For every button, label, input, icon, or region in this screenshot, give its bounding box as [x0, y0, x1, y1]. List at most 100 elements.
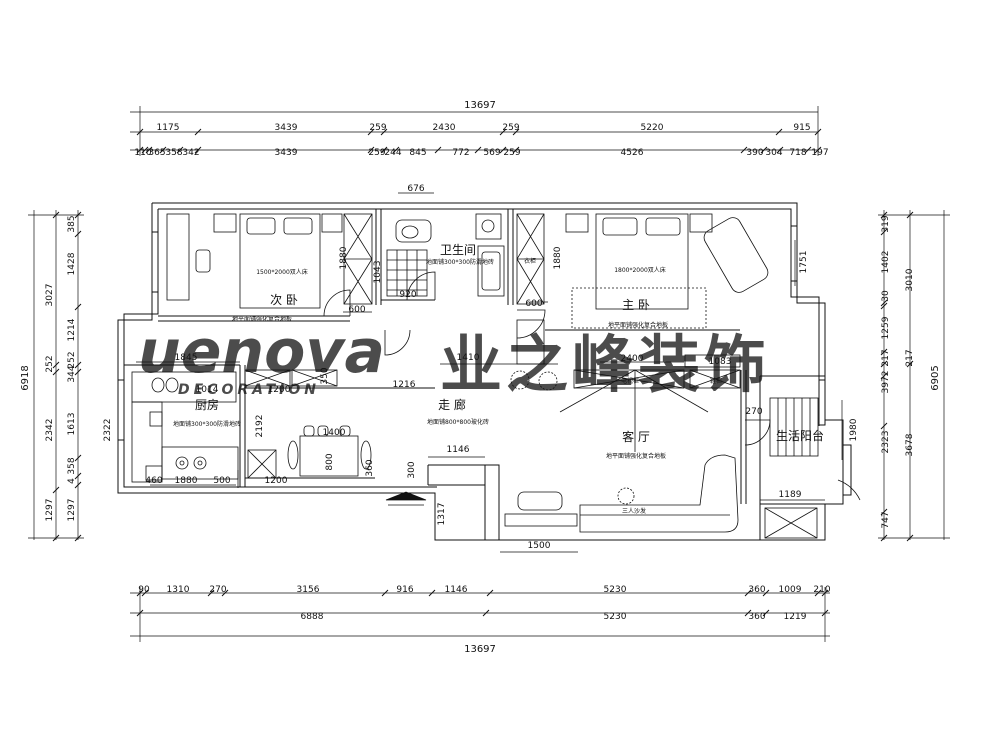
dimension-tick	[744, 609, 752, 617]
dimension-tick	[880, 299, 888, 307]
room-label-kitchen: 厨房	[195, 397, 219, 412]
dim-label: 915	[793, 123, 810, 133]
dimension-tick	[392, 146, 400, 154]
room-label-bedroom2: 次 卧	[270, 293, 298, 307]
dim-label: 30	[881, 290, 891, 302]
dimension-tick	[744, 589, 752, 597]
right-dims-inner: 319 1402 30 1259 217 217 3972 2323 747	[881, 215, 915, 528]
dim-label: 210	[813, 585, 830, 595]
door-swing-icon	[323, 289, 351, 317]
dim-label: 2322	[103, 419, 113, 442]
dim-label: 1428	[67, 252, 77, 275]
dim-label: 3972	[881, 371, 891, 394]
dim-label: 2323	[881, 431, 891, 454]
furniture	[131, 213, 819, 539]
dimension-tick	[52, 361, 60, 369]
dim-label: 1880	[553, 246, 563, 269]
dim-label: 747	[881, 511, 891, 528]
dimension-tick	[74, 472, 82, 480]
note-kitchen-floor: 地面铺300*300防滑地砖	[173, 420, 241, 428]
dimension-tick	[381, 589, 389, 597]
note-sofa: 三人沙发	[622, 507, 646, 515]
overall-dimensions: 13697 13697 6918 6905	[20, 100, 941, 655]
dim-label: 1410	[457, 353, 480, 363]
dimension-tick	[141, 589, 149, 597]
washing-machine-icon	[481, 251, 501, 291]
note-tv: 电视柜	[621, 377, 639, 385]
walls	[117, 202, 852, 541]
dimension-tick	[176, 146, 184, 154]
dimension-tick	[906, 211, 914, 219]
dim-label: 3678	[905, 433, 915, 456]
dim-label: 1014	[196, 385, 219, 395]
total-bottom: 13697	[464, 644, 496, 655]
dimension-tick	[880, 211, 888, 219]
carpet-icon	[571, 287, 707, 329]
dim-label: 718	[789, 148, 806, 158]
dim-label: 500	[213, 476, 230, 486]
dimension-tick	[194, 128, 202, 136]
dimension-tick	[74, 454, 82, 462]
dim-label: 6888	[301, 612, 324, 622]
bottom-dims-row1: 90 1310 270 3156 916 1146 5230 360 1009 …	[138, 585, 831, 595]
dim-label: 5230	[604, 612, 627, 622]
dim-label: 1845	[175, 353, 198, 363]
dim-label: 1009	[779, 585, 802, 595]
room-label-bathroom: 卫生间	[440, 243, 476, 257]
dimension-tick	[367, 146, 375, 154]
entrance-arrow-icon	[385, 491, 427, 501]
dim-label: 217	[905, 349, 915, 366]
dim-label: 259	[502, 123, 519, 133]
dim-label: 845	[409, 148, 426, 158]
plant-icon	[538, 371, 558, 391]
master-bed-icon	[595, 213, 689, 310]
dim-label: 3439	[275, 148, 298, 158]
tea-table-icon	[517, 491, 563, 511]
note-bed1: 1800*2000双人床	[614, 266, 666, 274]
dim-label: 110	[134, 148, 151, 158]
dimension-tick	[52, 534, 60, 542]
dim-label: 3027	[45, 284, 55, 307]
dim-label: 390	[746, 148, 763, 158]
dim-label: 569	[483, 148, 500, 158]
room-label-corridor: 走 廊	[438, 397, 466, 412]
annotations: 1500*2000双人床 地平面铺强化复合地板 1800*2000双人床 地平面…	[173, 257, 722, 515]
left-dims-outer: 3027 252 2342 2322 1297	[45, 284, 113, 522]
fridge-icon	[149, 411, 163, 427]
dim-label: 259	[368, 148, 385, 158]
doors	[237, 271, 861, 501]
total-left: 6918	[20, 365, 31, 390]
double-bed-icon	[239, 213, 321, 309]
note-bed2: 1500*2000双人床	[256, 268, 308, 276]
dimension-tick	[145, 146, 153, 154]
inner-dimensions: 676 1880 1043 920 1880 1751 600 600 1845…	[145, 184, 859, 551]
dimension-lines	[28, 106, 950, 642]
dim-label: 1146	[445, 585, 468, 595]
dim-label: 319	[881, 215, 891, 232]
total-right: 6905	[930, 365, 941, 390]
dim-label: 344	[67, 365, 77, 382]
toilet-icon	[395, 219, 432, 243]
dim-label: 1189	[779, 490, 802, 500]
dim-label: 4	[67, 478, 77, 484]
dim-label: 244	[384, 148, 401, 158]
sink-icon	[151, 377, 165, 393]
dim-label: 800	[325, 453, 335, 470]
dimension-tick	[880, 302, 888, 310]
dim-label: 1402	[881, 251, 891, 274]
dimension-tick	[821, 609, 829, 617]
dim-label: 1980	[849, 418, 859, 441]
dimension-tick	[194, 146, 202, 154]
dimension-tick	[499, 128, 507, 136]
dim-label: 600	[348, 305, 365, 315]
dimension-tick	[136, 146, 144, 154]
dimension-tick	[136, 128, 144, 136]
dimension-tick	[141, 146, 149, 154]
dimension-ticks	[52, 128, 914, 617]
dim-label: 1317	[437, 503, 447, 526]
dim-label: 1219	[784, 612, 807, 622]
dim-label: 2430	[433, 123, 456, 133]
watermark-subtitle: DECORATION	[178, 382, 320, 398]
dimension-tick	[486, 589, 494, 597]
